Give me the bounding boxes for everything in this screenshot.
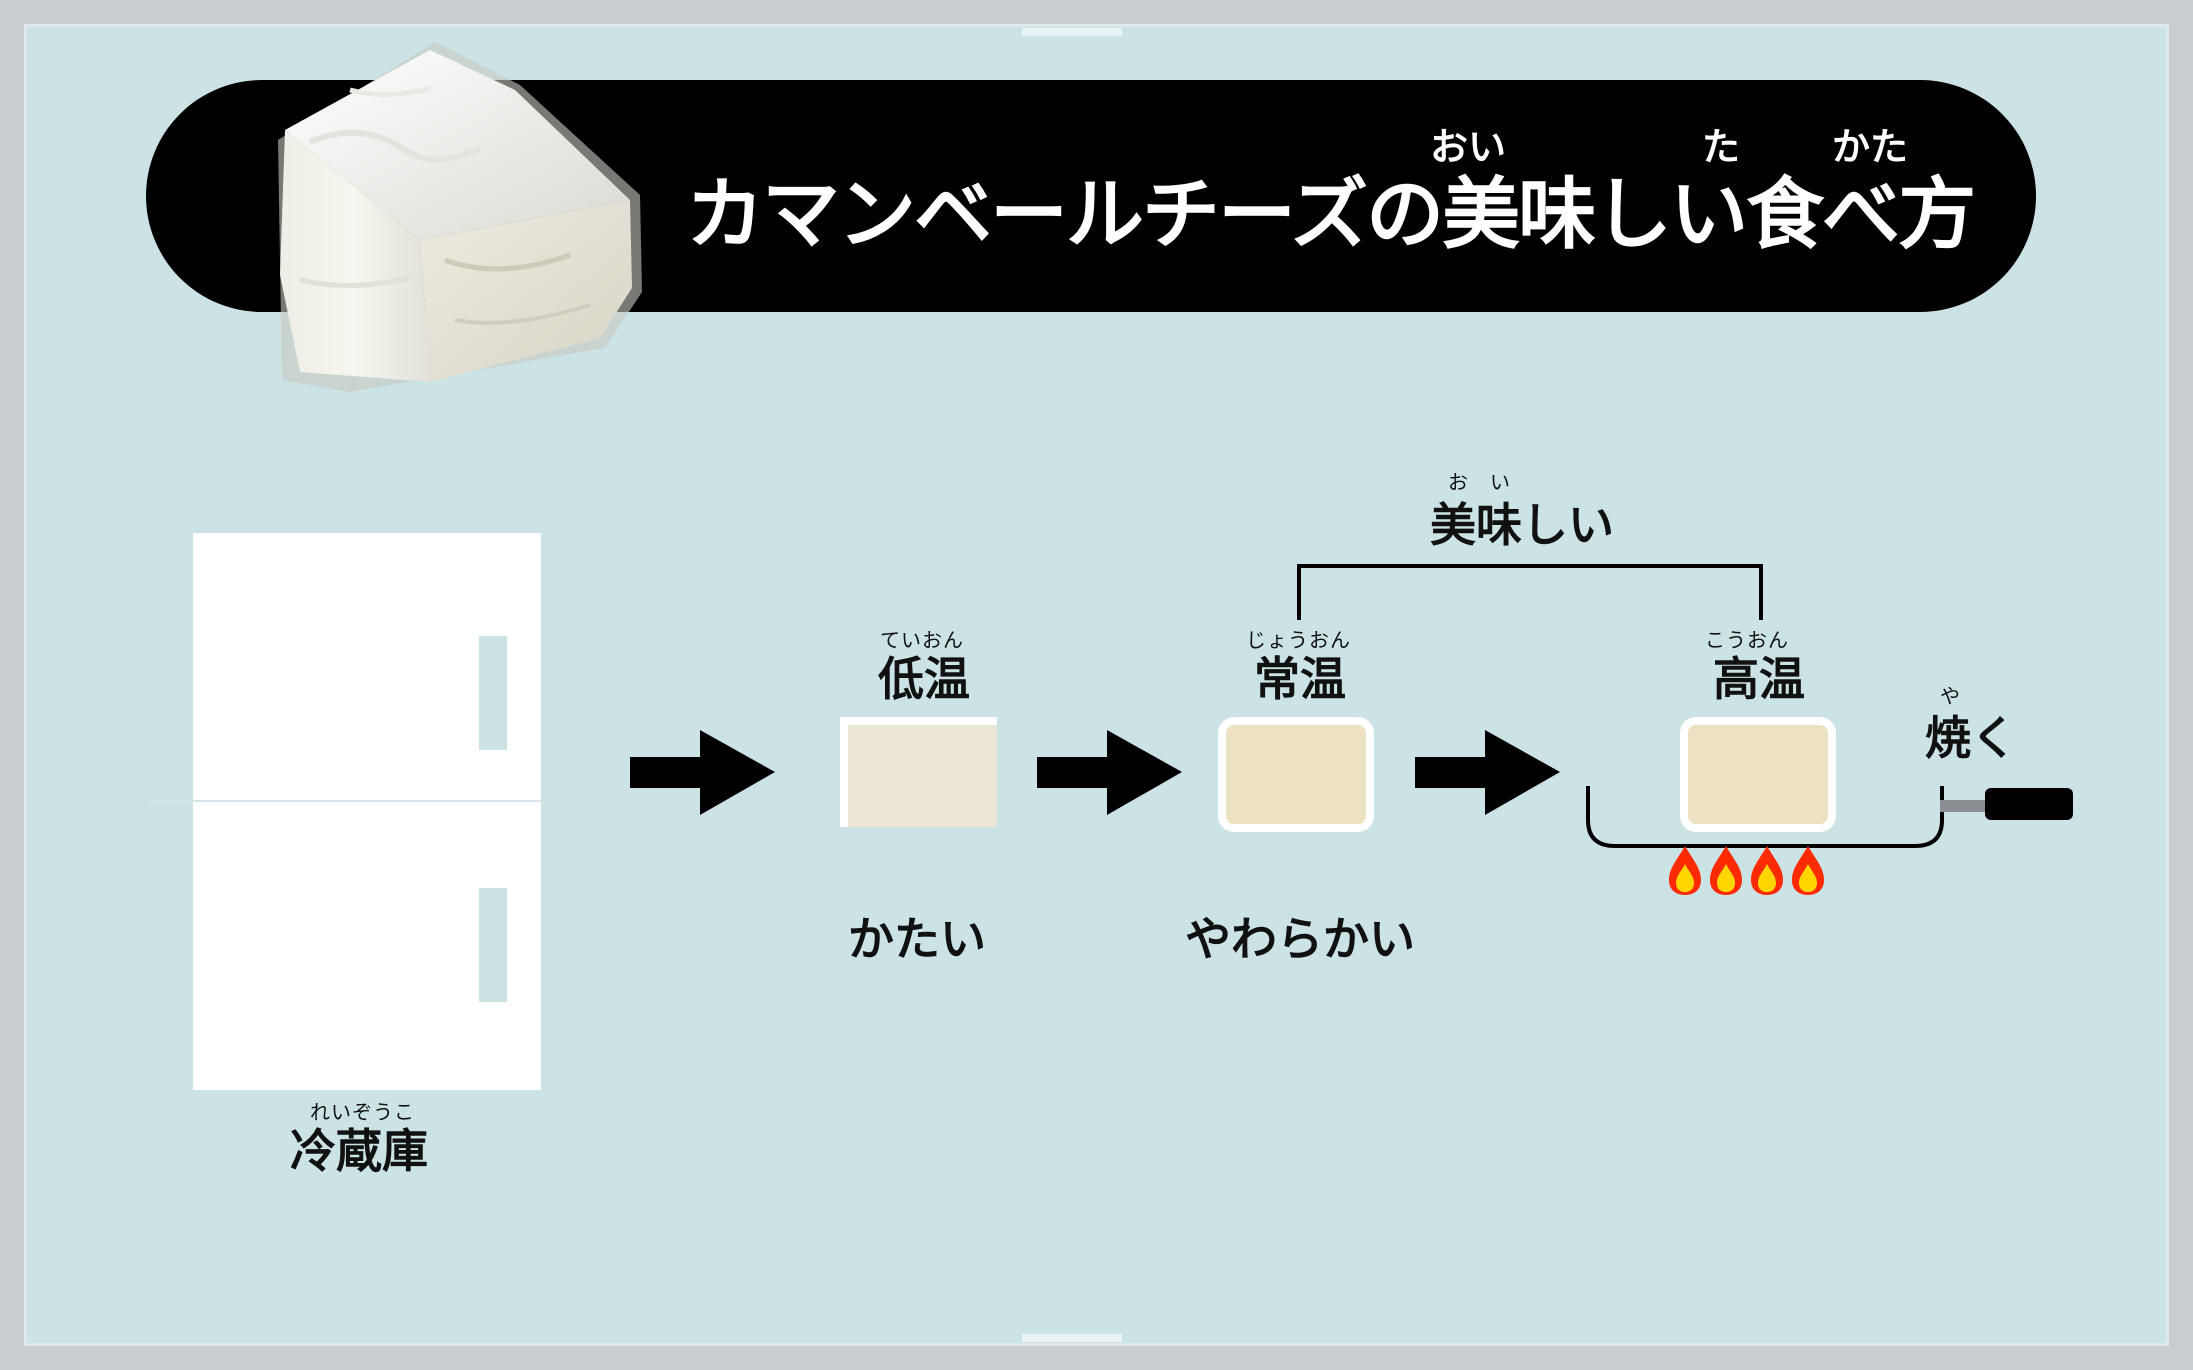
stage-low-ruby: ていおん — [880, 628, 964, 652]
title-ruby-oi: おい — [1430, 125, 1507, 169]
refrigerator-door-divider — [150, 800, 541, 802]
refrigerator-label: 冷蔵庫 — [290, 1124, 428, 1178]
cheese-block-room — [1218, 717, 1374, 832]
flame-icon — [1710, 846, 1742, 895]
title-ruby-ta: た — [1702, 125, 1741, 169]
bracket-label: 美味しい — [1430, 498, 1614, 552]
bake-ruby: や — [1940, 684, 1961, 708]
arrow-right-icon — [1037, 730, 1182, 815]
frame-notch-bottom — [1022, 1334, 1122, 1342]
frame-notch-top — [1022, 28, 1122, 36]
flame-icon — [1751, 846, 1783, 895]
flame-icon — [1669, 846, 1701, 895]
title-ruby-kata: かた — [1832, 125, 1909, 169]
bracket-line — [1297, 564, 1763, 620]
cheese-block-cold — [840, 717, 997, 827]
stage-room-texture: やわらかい — [1185, 912, 1415, 966]
stage-room-label: 常温 — [1254, 652, 1346, 706]
page-title: カマンベールチーズの美味しい食べ方 — [686, 170, 1976, 260]
flame-icon — [1792, 846, 1824, 895]
stage-room-ruby: じょうおん — [1246, 628, 1351, 652]
cheese-block-hot — [1680, 717, 1836, 832]
refrigerator-lower-handle — [479, 888, 507, 1002]
refrigerator-upper-handle — [479, 636, 507, 750]
refrigerator-ruby: れいぞうこ — [310, 1100, 415, 1124]
stage-high-ruby: こうおん — [1705, 628, 1789, 652]
stage-high-label: 高温 — [1713, 652, 1805, 706]
frying-pan-icon — [1586, 786, 2073, 848]
refrigerator — [193, 533, 541, 1090]
bracket-ruby: お い — [1448, 470, 1511, 494]
arrow-right-icon — [630, 730, 775, 815]
stage-low-label: 低温 — [878, 652, 970, 706]
arrow-right-icon — [1415, 730, 1560, 815]
camembert-wedge-illustration — [278, 42, 642, 392]
bake-label: 焼く — [1925, 711, 2017, 765]
stage-low-texture: かたい — [848, 912, 986, 966]
